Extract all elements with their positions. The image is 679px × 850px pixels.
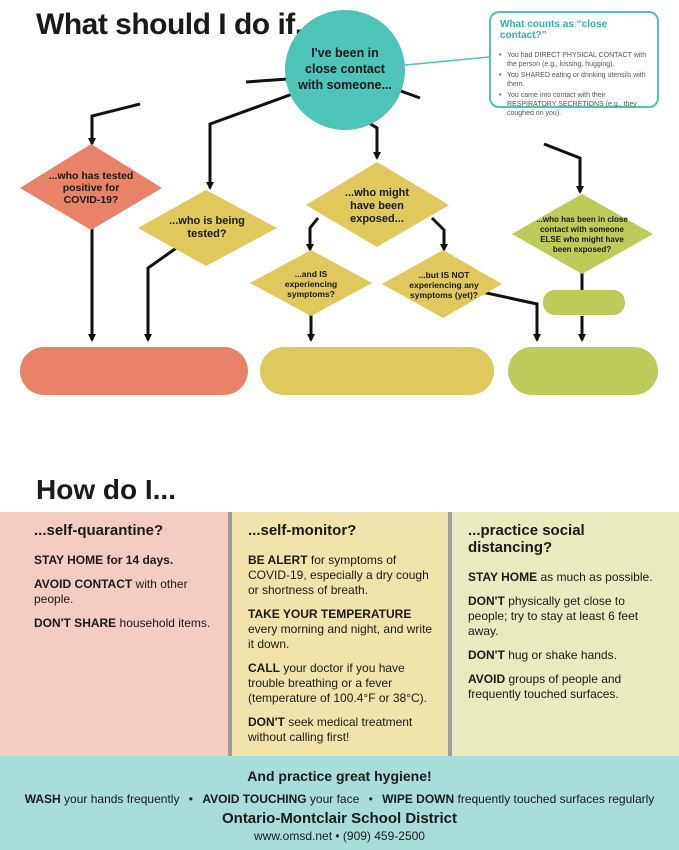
list-item: You had DIRECT PHYSICAL CONTACT with the… — [499, 51, 650, 69]
arrow-to-tested-positive — [88, 102, 141, 146]
start-node-text: I've been in close contact with someone.… — [298, 46, 392, 92]
diamond-contact-exposed — [512, 194, 653, 274]
hygiene-title: And practice great hygiene! — [247, 768, 432, 784]
panel-title: ...self-monitor? — [248, 522, 357, 539]
list-item: STAY HOME as much as possible. — [468, 570, 653, 584]
outcome-monitor-pill — [260, 347, 494, 395]
arrow-not-symptomatic-to-distancing — [481, 290, 541, 342]
flowchart — [20, 10, 658, 395]
list-item: AVOID groups of people and frequently to… — [468, 672, 622, 701]
footer: And practice great hygiene! WASH your ha… — [0, 756, 679, 850]
decision-not-symptomatic: ...but IS NOT experiencing any symptoms … — [409, 270, 479, 300]
tip-wash: WASH — [24, 792, 61, 806]
diamond-tested-positive — [20, 144, 162, 230]
stub-right — [397, 88, 421, 100]
close-contact-box: What counts as “close contact?” You had … — [489, 11, 659, 117]
small-green-pill — [543, 290, 625, 315]
list-item: BE ALERT for symptoms of COVID-19, espec… — [248, 553, 429, 597]
connector-circle-to-box — [394, 56, 490, 67]
panel-divider-2 — [448, 512, 452, 756]
panel-self-quarantine: ...self-quarantine? STAY HOME for 14 day… — [0, 512, 228, 756]
list-item: DON'T physically get close to people; tr… — [468, 594, 639, 638]
list-item: STAY HOME for 14 days. — [34, 553, 174, 567]
list-item: You SHARED eating or drinking utensils w… — [499, 71, 650, 89]
panel-title: ...self-quarantine? — [34, 522, 164, 539]
how-to-panels: ...self-quarantine? STAY HOME for 14 day… — [0, 512, 679, 756]
page-title: What should I do if... — [36, 8, 319, 41]
arrow-to-contact-exposed — [543, 142, 584, 194]
decision-tested-positive: ...who has tested positive for COVID-19? — [48, 170, 134, 206]
list-item: DON'T hug or shake hands. — [468, 648, 617, 662]
diamond-is-symptomatic — [250, 250, 372, 316]
close-contact-title: What counts as “close contact?” — [500, 19, 608, 41]
arrow-tested-to-quarantine — [144, 242, 183, 342]
arrow-to-being-tested — [206, 90, 299, 190]
panel-title: ...practice social distancing? — [468, 522, 585, 556]
decision-might-exposed: ...who might have been exposed... — [344, 186, 410, 225]
outcome-quarantine-pill — [20, 347, 248, 395]
how-title: How do I... — [36, 474, 176, 505]
tip-wipe-down: WIPE DOWN — [382, 792, 455, 806]
diamond-not-symptomatic — [382, 250, 502, 318]
decision-being-tested: ...who is being tested? — [169, 215, 245, 240]
bullet: • — [188, 792, 193, 806]
stub-left — [245, 77, 289, 84]
panel-social-distancing: ...practice social distancing? STAY HOME… — [452, 512, 679, 756]
org-contact: www.omsd.net • (909) 459-2500 — [254, 829, 425, 843]
list-item: CALL your doctor if you have trouble bre… — [248, 661, 428, 705]
decision-is-symptomatic: ...and IS experiencing symptoms? — [284, 269, 338, 299]
arrow-to-is-symptomatic — [306, 217, 320, 252]
panel-divider-1 — [228, 512, 232, 756]
start-circle — [285, 10, 405, 130]
list-item: DON'T SHARE household items. — [34, 616, 211, 630]
list-item: TAKE YOUR TEMPERATURE every morning and … — [248, 607, 433, 651]
list-item: You came into contact with their RESPIRA… — [499, 91, 650, 118]
bullet: • — [368, 792, 373, 806]
outcome-distancing-pill — [508, 347, 658, 395]
diamond-might-exposed — [306, 162, 449, 247]
hygiene-tips: WASH your hands frequently • AVOID TOUCH… — [24, 792, 655, 806]
panel-self-monitor: ...self-monitor? BE ALERT for symptoms o… — [232, 512, 448, 756]
org-name: Ontario-Montclair School District — [221, 810, 458, 827]
list-item: DON'T seek medical treatment without cal… — [248, 715, 413, 744]
tip-avoid-touching: AVOID TOUCHING — [202, 792, 307, 806]
diamond-being-tested — [138, 190, 277, 266]
list-item: AVOID CONTACT with other people. — [34, 577, 188, 606]
arrow-to-not-symptomatic — [430, 216, 448, 252]
close-contact-list: You had DIRECT PHYSICAL CONTACT with the… — [498, 51, 650, 118]
decision-contact-exposed: ...who has been in close contact with so… — [536, 215, 628, 254]
